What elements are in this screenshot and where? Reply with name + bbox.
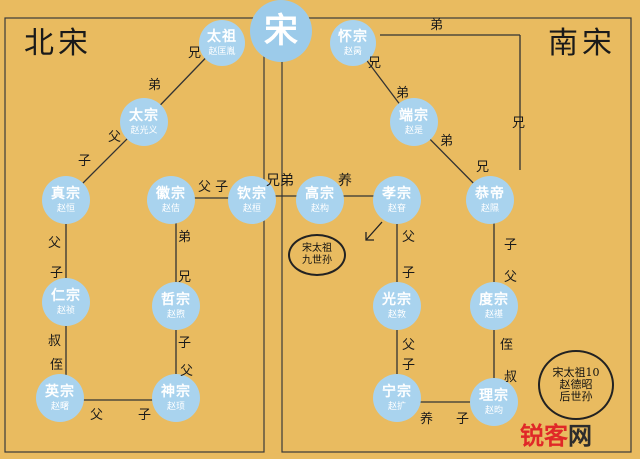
- rel-label: 父: [90, 408, 104, 423]
- rel-label: 父: [402, 338, 416, 353]
- node-name: 赵桓: [242, 203, 261, 214]
- rel-label: 叔: [48, 334, 62, 349]
- annotation-taizu-descendant: 宋太祖10 赵德昭 后世孙: [538, 350, 614, 420]
- rel-label: 叔: [504, 370, 518, 385]
- node-name: 赵敦: [387, 309, 406, 320]
- south-frame: [281, 17, 632, 453]
- north-song-title: 北宋: [24, 26, 92, 61]
- node-title: 徽宗: [156, 185, 186, 202]
- node-title: 仁宗: [51, 287, 81, 304]
- node-ningzong: 宁宗 赵扩: [373, 374, 421, 422]
- rel-label: 侄: [50, 358, 64, 373]
- rel-label: 父 子: [198, 180, 229, 195]
- node-guangzong: 光宗 赵敦: [373, 282, 421, 330]
- node-title: 怀宗: [338, 28, 368, 45]
- rel-label: 养: [420, 412, 434, 427]
- rel-label: 弟: [440, 134, 454, 149]
- node-name: 赵光义: [130, 125, 158, 136]
- node-title: 太宗: [129, 107, 159, 124]
- node-renzong: 仁宗 赵祯: [42, 278, 90, 326]
- rel-label: 侄: [500, 338, 514, 353]
- watermark-part1: 锐客: [520, 422, 568, 450]
- node-name: 赵匡胤: [208, 46, 236, 57]
- node-gongdi: 恭帝 赵隰: [466, 176, 514, 224]
- rel-label: 子: [50, 266, 64, 281]
- node-name: 赵煦: [166, 309, 185, 320]
- rel-label: 子: [504, 238, 518, 253]
- rel-label: 兄: [368, 56, 382, 71]
- rel-label: 兄: [178, 270, 192, 285]
- rel-label: 子: [178, 336, 192, 351]
- node-title: 度宗: [479, 291, 509, 308]
- node-name: 赵扩: [387, 401, 406, 412]
- node-title: 理宗: [479, 387, 509, 404]
- node-shenzong: 神宗 赵顼: [152, 374, 200, 422]
- rel-label: 兄弟: [266, 173, 294, 189]
- node-name: 赵昀: [484, 405, 503, 416]
- node-name: 赵禥: [484, 309, 503, 320]
- node-name: 赵隰: [480, 203, 499, 214]
- node-qinzong: 钦宗 赵桓: [228, 176, 276, 224]
- node-zhezong: 哲宗 赵煦: [152, 282, 200, 330]
- song-center-label: 宋: [264, 11, 298, 51]
- watermark: 锐客网: [520, 416, 592, 451]
- node-name: 赵眘: [387, 203, 406, 214]
- rel-label: 养: [338, 173, 352, 189]
- rel-label: 弟: [148, 78, 162, 93]
- node-title: 哲宗: [161, 291, 191, 308]
- rel-label: 子: [402, 358, 416, 373]
- node-taizu: 太祖 赵匡胤: [199, 20, 245, 66]
- rel-label: 父: [180, 364, 194, 379]
- rel-label: 兄: [188, 46, 202, 61]
- rel-label: 父: [108, 130, 122, 145]
- rel-label: 子: [78, 154, 92, 169]
- node-name: 赵恒: [56, 203, 75, 214]
- rel-label: 子: [456, 412, 470, 427]
- rel-label: 子: [402, 266, 416, 281]
- node-name: 赵构: [310, 203, 329, 214]
- node-huaizong: 怀宗 赵昺: [330, 20, 376, 66]
- node-title: 孝宗: [382, 185, 412, 202]
- rel-label: 弟: [178, 230, 192, 245]
- node-lizong: 理宗 赵昀: [470, 378, 518, 426]
- node-title: 高宗: [305, 185, 335, 202]
- node-title: 英宗: [45, 383, 75, 400]
- rel-label: 弟: [396, 86, 410, 101]
- node-yingzong: 英宗 赵曙: [36, 374, 84, 422]
- rel-label: 父: [48, 236, 62, 251]
- node-name: 赵祯: [56, 305, 75, 316]
- node-huizong: 徽宗 赵佶: [147, 176, 195, 224]
- node-name: 赵昺: [343, 46, 362, 57]
- north-frame: [4, 17, 265, 453]
- node-zhenzong: 真宗 赵恒: [42, 176, 90, 224]
- south-song-title: 南宋: [548, 26, 616, 61]
- node-name: 赵曙: [50, 401, 69, 412]
- rel-label: 弟: [430, 18, 444, 33]
- rel-label: 兄: [512, 116, 526, 131]
- node-xiaozong: 孝宗 赵眘: [373, 176, 421, 224]
- node-title: 太祖: [207, 28, 237, 45]
- song-center-node: 宋: [250, 0, 312, 62]
- node-duanzong: 端宗 赵是: [390, 98, 438, 146]
- node-title: 端宗: [399, 107, 429, 124]
- rel-label: 父: [402, 230, 416, 245]
- node-gaozong: 高宗 赵构: [296, 176, 344, 224]
- node-name: 赵佶: [161, 203, 180, 214]
- node-name: 赵是: [404, 125, 423, 136]
- node-title: 真宗: [51, 185, 81, 202]
- node-title: 钦宗: [237, 185, 267, 202]
- rel-label: 子: [138, 408, 152, 423]
- node-title: 光宗: [382, 291, 412, 308]
- annotation-taizu-ninth: 宋太祖 九世孙: [288, 234, 346, 276]
- node-name: 赵顼: [166, 401, 185, 412]
- node-title: 宁宗: [382, 383, 412, 400]
- node-title: 恭帝: [475, 185, 505, 202]
- watermark-part2: 网: [568, 422, 592, 450]
- rel-label: 父: [504, 270, 518, 285]
- rel-label: 兄: [476, 160, 490, 175]
- node-taizong: 太宗 赵光义: [120, 98, 168, 146]
- node-title: 神宗: [161, 383, 191, 400]
- node-duzong: 度宗 赵禥: [470, 282, 518, 330]
